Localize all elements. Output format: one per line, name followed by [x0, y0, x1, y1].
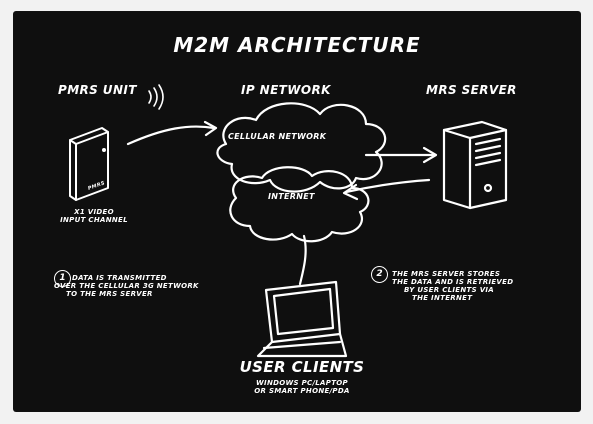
cloud-icon [216, 102, 387, 193]
laptop-icon [256, 280, 348, 358]
note-line: THE INTERNET [412, 294, 473, 303]
pmrs-caption: x1 VIDEO INPUT CHANNEL [44, 208, 144, 224]
cellular-network-label: CELLULAR NETWORK [228, 132, 327, 141]
note-line: DATA IS TRANSMITTED [72, 274, 167, 282]
server-to-internet-arrow [342, 178, 431, 201]
note-number-badge: 2 [371, 266, 388, 283]
mrs-server-title: MRS SERVER [426, 83, 517, 97]
internet-label: INTERNET [268, 192, 315, 201]
user-clients-caption: WINDOWS PC/LAPTOP OR SMART PHONE/PDA [202, 379, 402, 395]
note-line: TO THE MRS SERVER [66, 290, 153, 299]
pmrs-caption-line: INPUT CHANNEL [60, 216, 128, 225]
unit-to-network-arrow [126, 120, 218, 146]
note-number-badge: 1 [54, 270, 71, 287]
internet-to-client-line [298, 234, 307, 286]
ip-network-title: IP NETWORK [241, 83, 331, 97]
note-line: OVER THE CELLULAR 3G NETWORK [54, 282, 199, 291]
diagram-canvas: M2M ARCHITECTURE PMRS UNIT IP NETWORK MR… [14, 12, 580, 411]
user-clients-caption-line: OR SMART PHONE/PDA [254, 387, 350, 396]
diagram-title: M2M ARCHITECTURE [173, 33, 421, 57]
pmrs-device-icon [69, 127, 109, 201]
wireless-signal-icon [148, 84, 164, 110]
diagram-artwork [69, 84, 508, 358]
note-line: BY USER CLIENTS VIA [404, 286, 495, 295]
note-line: THE MRS SERVER STORES [392, 270, 501, 278]
cellular-to-server-arrow [364, 146, 438, 164]
server-tower-icon [442, 120, 508, 210]
note-2: THE MRS SERVER STORES THE DATA AND IS RE… [392, 270, 513, 302]
pmrs-caption-line: x1 VIDEO [74, 208, 114, 216]
cloud-icon [229, 166, 370, 243]
note-1: DATA IS TRANSMITTED OVER THE CELLULAR 3G… [54, 274, 199, 298]
pmrs-unit-title: PMRS UNIT [58, 83, 137, 97]
note-line: THE DATA AND IS RETRIEVED [392, 278, 514, 287]
user-clients-title: USER CLIENTS [239, 358, 365, 376]
user-clients-caption-line: WINDOWS PC/LAPTOP [256, 379, 348, 387]
